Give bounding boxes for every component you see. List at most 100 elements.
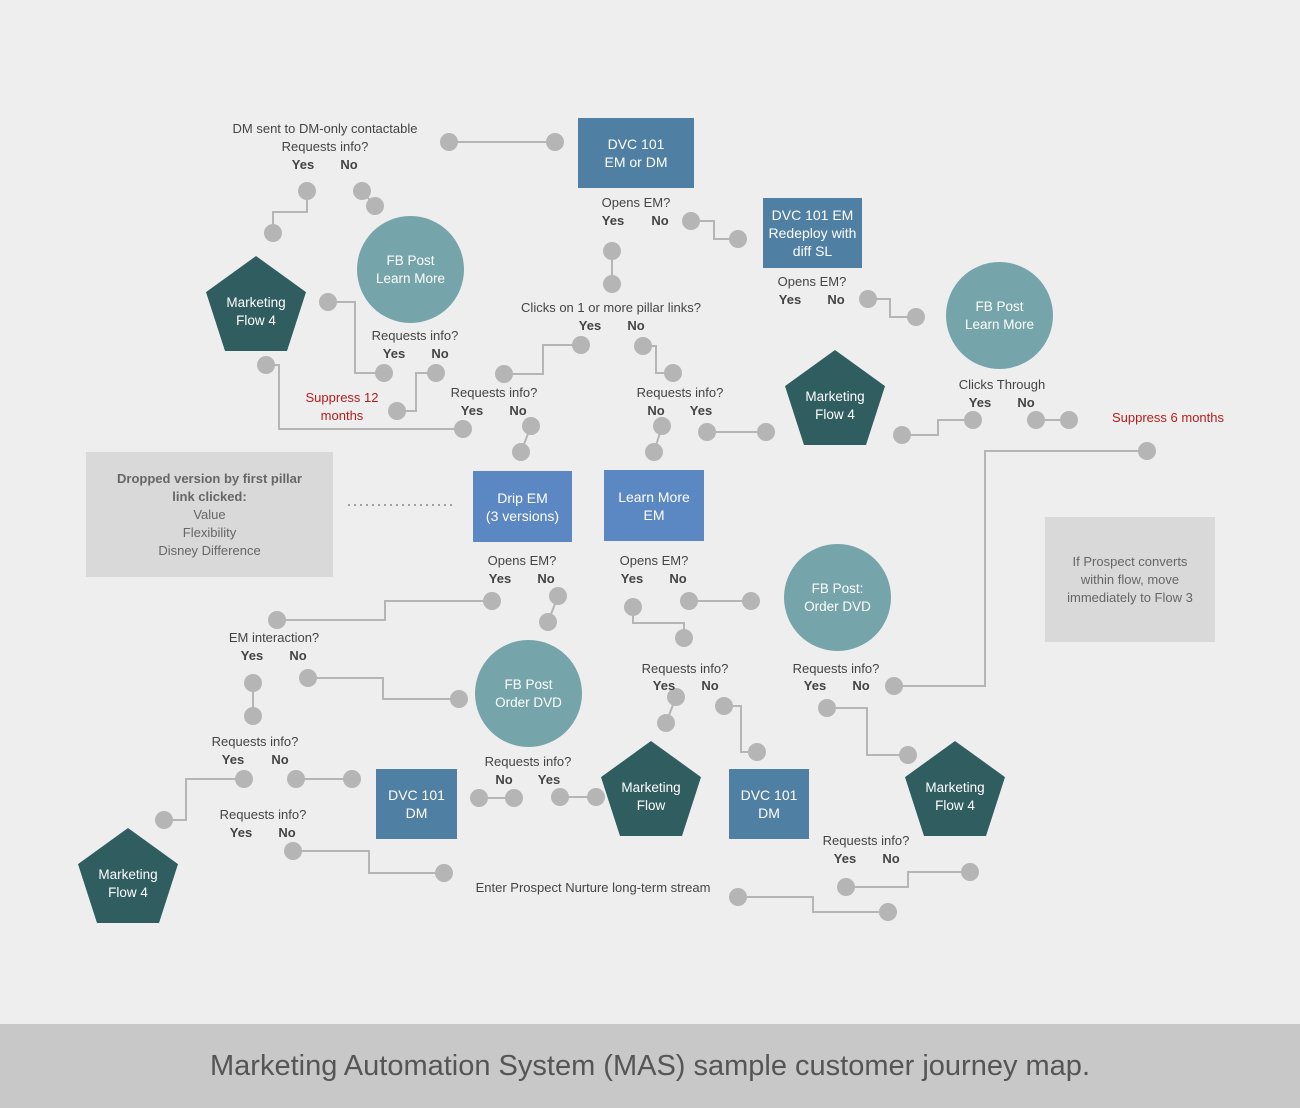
requests-info-top: Requests info? <box>281 139 369 154</box>
connector-dot <box>603 242 621 260</box>
dropped-item-value: Value <box>193 506 226 522</box>
requests-info-i: Requests info? <box>822 833 910 848</box>
connector-dot <box>549 587 567 605</box>
connector-dot <box>539 613 557 631</box>
yes-label: Yes <box>578 318 602 333</box>
fb-post-order-dvd-right: FB Post: Order DVD <box>784 544 891 651</box>
dvc101-redeploy-box: DVC 101 EM Redeploy with diff SL <box>763 198 862 268</box>
no-label: No <box>852 678 870 693</box>
connector-dot <box>645 443 663 461</box>
no-label: No <box>289 648 307 663</box>
connector-dot <box>729 230 747 248</box>
requests-info-c: Requests info? <box>636 385 724 400</box>
drip-em-box: Drip EM (3 versions) <box>473 471 572 542</box>
connector-line <box>894 450 1147 687</box>
no-label: No <box>882 851 900 866</box>
converts-note-text: If Prospect converts within flow, move i… <box>1067 553 1193 605</box>
dvc101-dm-left-box: DVC 101 DM <box>376 769 457 839</box>
connector-dot <box>244 674 262 692</box>
yes-label: Yes <box>291 157 315 172</box>
connector-line <box>827 707 908 756</box>
figure-caption: Marketing Automation System (MAS) sample… <box>0 1024 1300 1108</box>
connector-dot <box>299 669 317 687</box>
journey-map: DVC 101 EM or DM DVC 101 EM Redeploy wit… <box>78 118 1225 923</box>
connector-line <box>868 298 916 318</box>
connector-dot <box>885 677 903 695</box>
yes-label: Yes <box>778 292 802 307</box>
connector-dot <box>675 629 693 647</box>
connector-dot <box>664 364 682 382</box>
connector-line <box>308 677 459 700</box>
connector-line <box>738 896 888 913</box>
connector-dot <box>624 598 642 616</box>
connector-dot <box>375 364 393 382</box>
yes-label: Yes <box>689 403 713 418</box>
connector-dot <box>680 592 698 610</box>
connector-line <box>397 372 436 412</box>
dropped-version-note: Dropped version by first pillar link cli… <box>86 452 333 577</box>
connector-dot <box>388 402 406 420</box>
dropped-item-disney: Disney Difference <box>158 542 261 558</box>
dropped-note-title: Dropped version by first pillar link cli… <box>117 470 302 504</box>
connector-dot <box>244 707 262 725</box>
connector-dot <box>667 688 685 706</box>
connector-dot <box>235 770 253 788</box>
no-label: No <box>827 292 845 307</box>
yes-label: Yes <box>382 346 406 361</box>
connector-layer <box>155 133 1156 921</box>
connector-line <box>691 220 738 240</box>
connector-dot <box>257 356 275 374</box>
yes-label: Yes <box>968 395 992 410</box>
requests-info-b: Requests info? <box>450 385 538 400</box>
connector-line <box>902 419 973 436</box>
requests-info-g: Requests info? <box>484 754 572 769</box>
connector-dot <box>343 770 361 788</box>
connector-dot <box>682 212 700 230</box>
dropped-item-flexibility: Flexibility <box>182 524 237 540</box>
opens-em-learn: Opens EM? <box>619 553 689 568</box>
enter-nurture-stream: Enter Prospect Nurture long-term stream <box>475 880 711 895</box>
connector-dot <box>572 336 590 354</box>
connector-line <box>504 344 581 375</box>
no-label: No <box>627 318 645 333</box>
opens-em-redeploy: Opens EM? <box>777 274 847 289</box>
connector-dot <box>546 133 564 151</box>
requests-info-d: Requests info? <box>641 661 729 676</box>
yes-label: Yes <box>601 213 625 228</box>
dvc101-em-dm-box: DVC 101 EM or DM <box>578 118 694 188</box>
connector-dot <box>284 842 302 860</box>
no-label: No <box>647 403 665 418</box>
no-label: No <box>701 678 719 693</box>
requests-info-f: Requests info? <box>211 734 299 749</box>
connector-dot <box>483 592 501 610</box>
connector-dot <box>551 788 569 806</box>
connector-dot <box>512 443 530 461</box>
yes-label: Yes <box>221 752 245 767</box>
connector-dot <box>319 293 337 311</box>
connector-dot <box>837 878 855 896</box>
connector-dot <box>587 788 605 806</box>
converts-note: If Prospect converts within flow, move i… <box>1045 517 1215 642</box>
requests-info-a: Requests info? <box>371 328 459 343</box>
opens-em-top: Opens EM? <box>601 195 671 210</box>
dvc101-dm-right-box: DVC 101 DM <box>729 769 809 839</box>
clicks-pillar-links: Clicks on 1 or more pillar links? <box>521 300 701 315</box>
requests-info-e: Requests info? <box>792 661 880 676</box>
connector-dot <box>353 182 371 200</box>
connector-dot <box>907 308 925 326</box>
fb-post-learn-more-left: FB Post Learn More <box>357 216 464 323</box>
connector-dot <box>470 789 488 807</box>
connector-line <box>272 191 308 233</box>
connector-dot <box>757 423 775 441</box>
yes-label: Yes <box>803 678 827 693</box>
connector-dot <box>893 426 911 444</box>
opens-em-drip: Opens EM? <box>487 553 557 568</box>
no-label: No <box>669 571 687 586</box>
connector-dot <box>298 182 316 200</box>
yes-label: Yes <box>488 571 512 586</box>
no-label: No <box>537 571 555 586</box>
clicks-through: Clicks Through <box>958 377 1046 392</box>
connector-dot <box>268 611 286 629</box>
suppress-6-months: Suppress 6 months <box>1111 410 1225 425</box>
requests-info-h: Requests info? <box>219 807 307 822</box>
